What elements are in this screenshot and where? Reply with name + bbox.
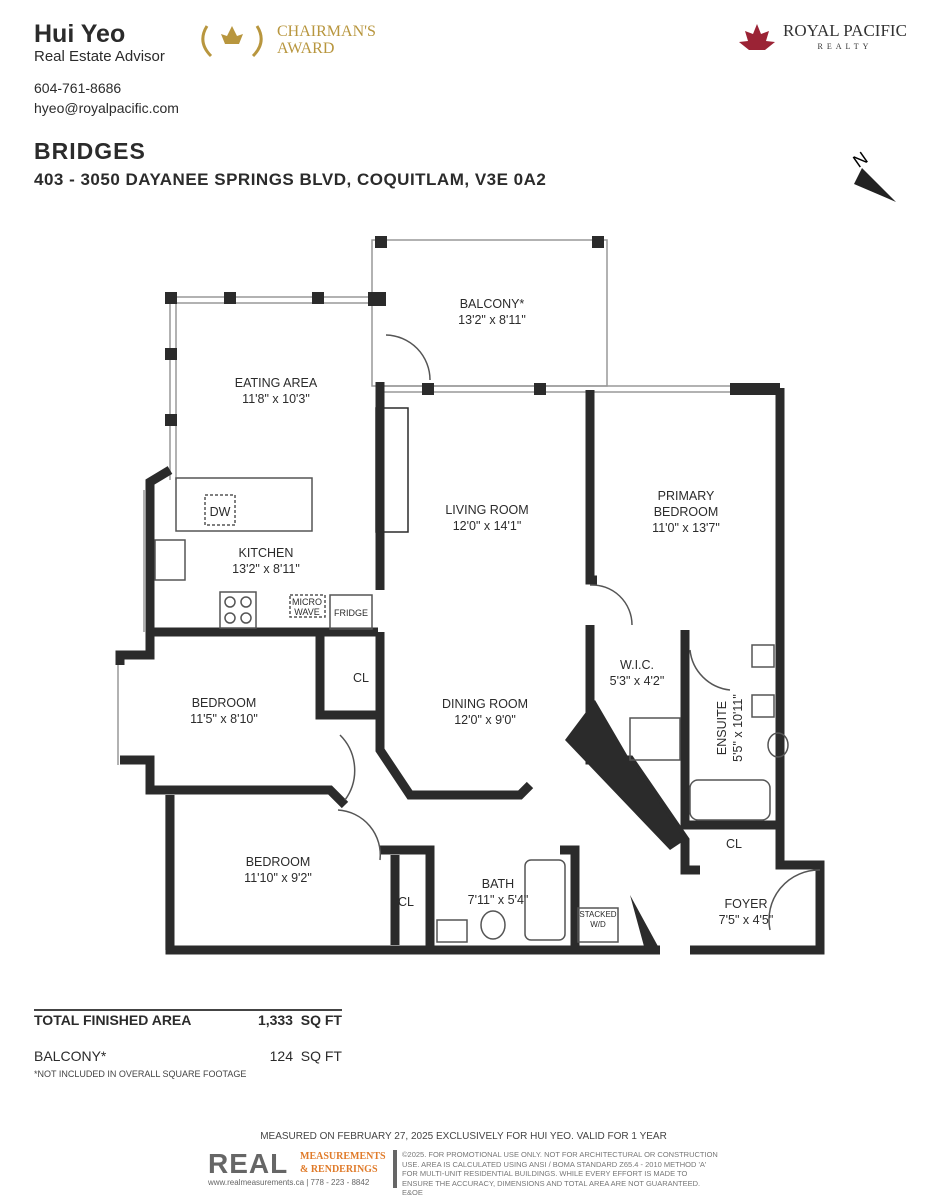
- fridge-label: FRIDGE: [333, 608, 369, 618]
- balcony-area-value: 124: [269, 1048, 293, 1064]
- property-address: 403 - 3050 DAYANEE SPRINGS BLVD, COQUITL…: [34, 170, 547, 189]
- room-wic: W.I.C.5'3" x 4'2": [609, 658, 665, 688]
- total-area-value: 1,333: [257, 1012, 293, 1028]
- award-line2: AWARD: [277, 40, 335, 57]
- microwave-label: MICRO WAVE: [292, 597, 322, 617]
- balcony-area-row: BALCONY* 124 SQ FT: [34, 1048, 342, 1064]
- area-divider: [34, 1009, 342, 1011]
- real-contact: www.realmeasurements.ca | 778 - 223 - 88…: [208, 1178, 370, 1187]
- washer-dryer-label: STACKED W/D: [579, 910, 617, 929]
- room-balcony: BALCONY*13'2" x 8'11": [458, 297, 526, 327]
- real-logo: REAL: [208, 1148, 289, 1179]
- footer-divider: [393, 1150, 397, 1188]
- closet-label: CL: [726, 837, 742, 851]
- agent-name: Hui Yeo: [34, 20, 126, 48]
- disclaimer: ©2025. FOR PROMOTIONAL USE ONLY. NOT FOR…: [402, 1150, 718, 1197]
- closet-label: CL: [398, 895, 414, 909]
- building-name: BRIDGES: [34, 138, 146, 164]
- north-arrow-icon: N: [849, 148, 896, 202]
- award-laurel-icon: [201, 25, 263, 58]
- agent-email: hyeo@royalpacific.com: [34, 100, 179, 116]
- measured-statement: MEASURED ON FEBRUARY 27, 2025 EXCLUSIVEL…: [260, 1131, 667, 1142]
- maple-leaf-icon: [739, 24, 775, 50]
- brokerage-sub: REALTY: [817, 42, 873, 51]
- total-area-row: TOTAL FINISHED AREA 1,333 SQ FT: [34, 1012, 342, 1028]
- total-area-unit: SQ FT: [300, 1012, 342, 1028]
- royal-pacific-logo: ROYAL PACIFIC REALTY: [735, 22, 907, 56]
- agent-phone: 604-761-8686: [34, 80, 122, 96]
- balcony-area-label: BALCONY*: [34, 1048, 107, 1064]
- brokerage-name: ROYAL PACIFIC: [783, 21, 907, 40]
- floor-plan-drawing: [115, 236, 825, 955]
- dishwasher-label: DW: [209, 505, 231, 519]
- closet-label: CL: [353, 671, 369, 685]
- agent-title: Real Estate Advisor: [34, 48, 165, 65]
- award-line1: CHAIRMAN'S: [277, 23, 376, 40]
- real-logo-sub: MEASUREMENTS& RENDERINGS: [300, 1151, 386, 1175]
- area-note: *NOT INCLUDED IN OVERALL SQUARE FOOTAGE: [34, 1069, 247, 1079]
- total-area-label: TOTAL FINISHED AREA: [34, 1012, 192, 1028]
- balcony-area-unit: SQ FT: [300, 1048, 342, 1064]
